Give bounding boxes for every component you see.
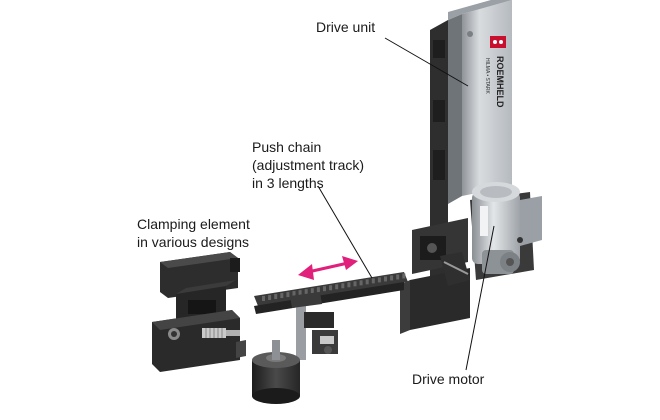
chain-link (329, 285, 333, 291)
chain-link (304, 289, 308, 295)
leader-drive-unit (384, 37, 469, 87)
chain-link (390, 275, 394, 281)
clamping-element (152, 252, 246, 372)
chain-link (262, 296, 265, 301)
label-clamping-element-line-2: in various designs (137, 234, 250, 250)
chain-link (323, 286, 326, 292)
label-drive-motor: Drive motor (412, 370, 484, 388)
chain-link (316, 287, 320, 293)
chain-link (280, 293, 284, 299)
label-clamping-element-line-1: Clamping element (137, 216, 250, 232)
chain-link (341, 283, 345, 289)
chain-link (371, 278, 375, 284)
leader-lines (317, 37, 495, 371)
label-clamping-element: Clamping element in various designs (137, 215, 250, 251)
chain-link (274, 294, 278, 300)
chain-link (347, 282, 351, 288)
chain-link (377, 277, 381, 283)
push-chain (254, 272, 408, 314)
double-arrow-icon (298, 256, 358, 280)
cylinder-assembly (252, 292, 338, 404)
leader-drive-motor (465, 225, 495, 371)
brand-model: HILMA • STARK (484, 58, 490, 94)
chain-link (310, 288, 314, 294)
drive-motor (470, 182, 542, 280)
brand-logo-icon (490, 36, 506, 48)
brand-name: ROEMHELD (495, 56, 505, 108)
chain-link (298, 290, 302, 296)
label-drive-unit-text: Drive unit (316, 19, 376, 35)
chain-link (292, 291, 296, 297)
chain-link (384, 276, 387, 282)
label-drive-unit: Drive unit (316, 18, 375, 36)
label-push-chain: Push chain (adjustment track) in 3 lengt… (252, 138, 364, 192)
chain-link (335, 284, 339, 290)
chain-link (365, 279, 369, 285)
chain-link (359, 280, 363, 286)
chain-link (353, 281, 357, 287)
chain-link (402, 273, 406, 279)
label-push-chain-line-1: Push chain (252, 139, 322, 155)
mounting-block (400, 218, 470, 334)
chain-link (268, 295, 272, 301)
leader-push-chain (317, 185, 373, 279)
chain-link (396, 274, 400, 280)
label-drive-motor-text: Drive motor (412, 371, 485, 387)
label-push-chain-line-2: (adjustment track) (252, 157, 365, 173)
chain-link (286, 292, 290, 298)
label-push-chain-line-3: in 3 lengths (252, 175, 324, 191)
